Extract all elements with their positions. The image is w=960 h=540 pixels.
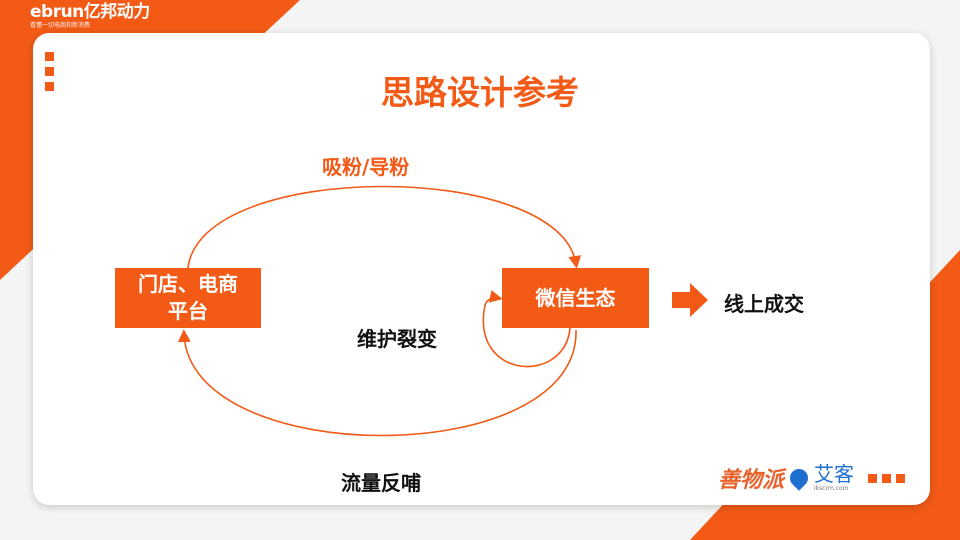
box-left-line1: 门店、电商 <box>138 272 238 296</box>
label-attract-fans: 吸粉/导粉 <box>322 155 410 179</box>
arrow-loop <box>482 290 571 368</box>
ebrun-logo: ebrun亿邦动力 看懂一切电商和新消费 <box>30 3 150 30</box>
box-store-ecommerce: 门店、电商 平台 <box>115 268 261 328</box>
decorative-dots <box>45 52 54 97</box>
page-title: 思路设计参考 <box>381 73 579 112</box>
decorative-dots <box>868 473 906 483</box>
location-pin-icon <box>786 465 812 491</box>
partner-logos: 善物派 艾客 ikscrm.com <box>718 462 906 494</box>
label-maintain-fission: 维护裂变 <box>357 327 437 351</box>
aike-logo-name: 艾客 <box>814 462 855 486</box>
label-online-deal: 线上成交 <box>724 292 804 316</box>
box-wechat-ecosystem: 微信生态 <box>502 268 649 328</box>
aike-logo: 艾客 ikscrm.com <box>814 463 854 493</box>
arrow-bottom <box>177 329 577 437</box>
result-arrow-icon <box>672 283 708 317</box>
shanwupai-logo: 善物派 <box>718 468 785 493</box>
label-traffic-feedback: 流量反哺 <box>341 471 421 495</box>
arrow-top <box>187 185 582 269</box>
box-left-line2: 平台 <box>168 299 208 323</box>
logo-brand: ebrun亿邦动力 <box>30 2 150 22</box>
logo-tagline: 看懂一切电商和新消费 <box>30 22 91 29</box>
aike-logo-url: ikscrm.com <box>814 485 849 492</box>
